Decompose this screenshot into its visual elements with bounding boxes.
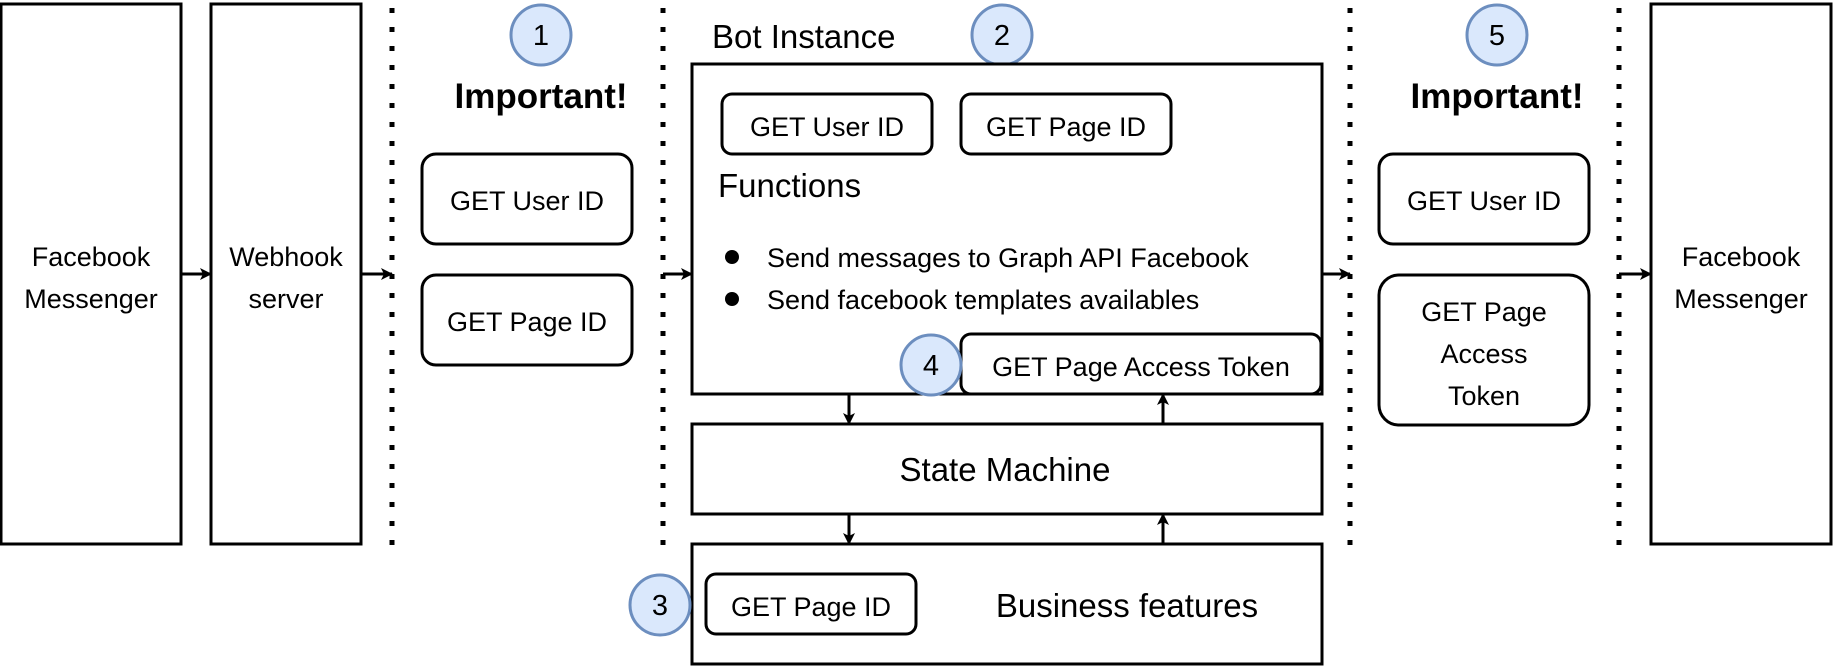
- step-badge-number: 4: [923, 350, 939, 382]
- get-user-id-box: [720, 92, 934, 156]
- get-page-id-box: [959, 92, 1173, 156]
- bullet-dot: [725, 250, 739, 264]
- step-badge-5: [1465, 3, 1529, 67]
- node-label-line: Webhook: [229, 242, 343, 272]
- state-machine: State Machine: [690, 422, 1324, 516]
- node-label-line: Facebook: [1682, 242, 1801, 272]
- functions-title: Functions: [718, 167, 861, 204]
- bot-instance: Bot Instance 2 GET User ID GET Page ID F…: [690, 3, 1324, 397]
- get-page-id-box: [704, 572, 918, 636]
- step-badge-4: [899, 333, 963, 397]
- node-label-line: server: [248, 284, 323, 314]
- node-label-line: Messenger: [24, 284, 158, 314]
- important-heading: Important!: [454, 77, 627, 116]
- get-page-id-label: GET Page ID: [447, 307, 607, 337]
- bullet-dot: [725, 292, 739, 306]
- get-user-id-label: GET User ID: [750, 112, 904, 142]
- get-page-access-token-label: GET Page Access Token: [992, 352, 1290, 382]
- important-heading: Important!: [1410, 77, 1583, 116]
- business-features: GET Page ID 3 Business features: [628, 542, 1324, 666]
- business-features-label: Business features: [996, 587, 1258, 624]
- get-user-id-label: GET User ID: [450, 186, 604, 216]
- get-user-id-label: GET User ID: [1407, 186, 1561, 216]
- get-user-id-box: [1377, 152, 1591, 246]
- step-badge-number: 2: [994, 20, 1010, 52]
- step-badge-number: 1: [533, 20, 549, 52]
- node-label-line: Messenger: [1674, 284, 1808, 314]
- function-bullet-2: Send facebook templates availables: [767, 285, 1199, 315]
- function-bullet-1: Send messages to Graph API Facebook: [767, 243, 1249, 273]
- facebook-messenger-right-node: Facebook Messenger: [1649, 2, 1833, 546]
- step-badge-number: 3: [652, 590, 668, 622]
- step-badge-1: [509, 3, 573, 67]
- get-page-id-label: GET Page ID: [986, 112, 1146, 142]
- section-1: 1 Important! GET User ID GET Page ID: [420, 3, 634, 367]
- facebook-messenger-left-node: Facebook Messenger: [0, 2, 183, 546]
- token-label-line: Access: [1440, 339, 1527, 369]
- get-page-access-token-box: [1377, 273, 1591, 427]
- step-badge-3: [628, 573, 692, 637]
- state-machine-label: State Machine: [900, 451, 1111, 488]
- get-user-id-box: [420, 152, 634, 246]
- section-5: 5 Important! GET User ID GET Page Access…: [1377, 3, 1591, 427]
- get-page-id-label: GET Page ID: [731, 592, 891, 622]
- webhook-server-node: Webhook server: [209, 2, 363, 546]
- token-label-line: GET Page: [1421, 297, 1547, 327]
- token-label-line: Token: [1448, 381, 1520, 411]
- state-machine-box: [690, 422, 1324, 516]
- bot-instance-label: Bot Instance: [712, 18, 895, 55]
- step-badge-number: 5: [1489, 20, 1505, 52]
- node-label-line: Facebook: [32, 242, 151, 272]
- get-page-id-box: [420, 273, 634, 367]
